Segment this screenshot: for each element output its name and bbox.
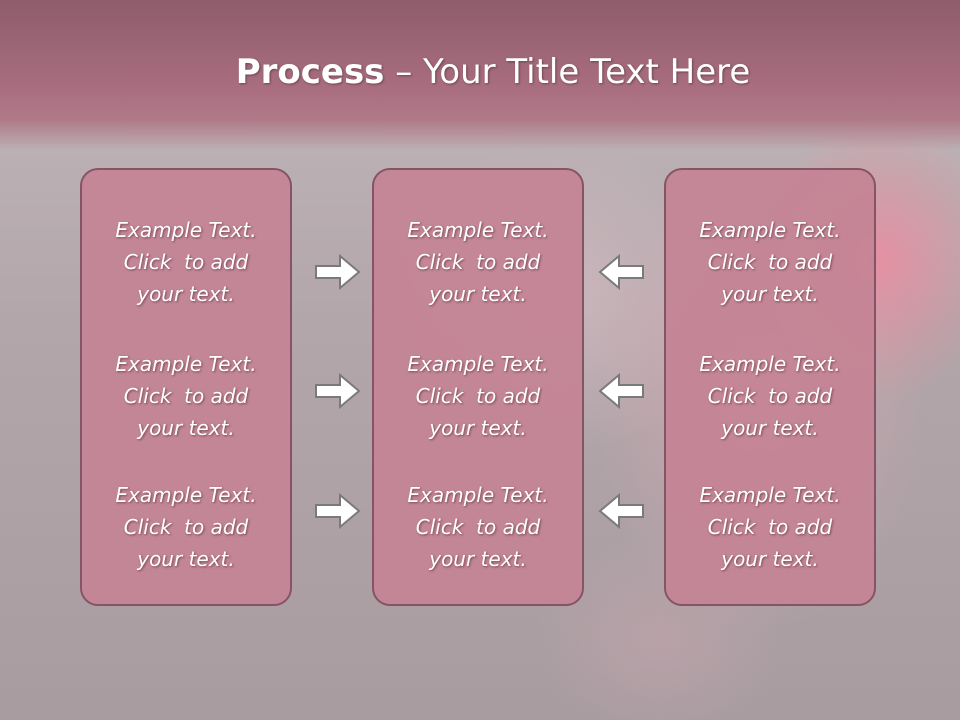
text-line: Example Text.	[407, 352, 549, 376]
text-line: your text.	[137, 416, 235, 440]
text-line: Example Text.	[407, 483, 549, 507]
text-placeholder[interactable]: Example Text. Click to add your text.	[82, 214, 290, 310]
text-line: Click to add	[123, 250, 249, 274]
text-placeholder[interactable]: Example Text. Click to add your text.	[82, 348, 290, 444]
slide-title[interactable]: Process – Your Title Text Here	[0, 52, 960, 92]
title-rest-part: – Your Title Text Here	[384, 52, 751, 92]
text-placeholder[interactable]: Example Text. Click to add your text.	[374, 214, 582, 310]
text-line: Example Text.	[699, 352, 841, 376]
process-box-left[interactable]: Example Text. Click to add your text. Ex…	[80, 168, 292, 606]
text-line: your text.	[429, 282, 527, 306]
arrow-right-icon[interactable]	[314, 371, 362, 411]
text-line: your text.	[137, 282, 235, 306]
process-box-middle[interactable]: Example Text. Click to add your text. Ex…	[372, 168, 584, 606]
text-line: Click to add	[415, 384, 541, 408]
text-line: Example Text.	[115, 218, 257, 242]
text-placeholder[interactable]: Example Text. Click to add your text.	[374, 348, 582, 444]
text-line: your text.	[429, 416, 527, 440]
text-line: your text.	[721, 416, 819, 440]
text-line: Example Text.	[115, 352, 257, 376]
text-line: Click to add	[123, 384, 249, 408]
arrow-left-icon[interactable]	[597, 252, 645, 292]
text-line: your text.	[721, 282, 819, 306]
arrow-left-icon[interactable]	[597, 491, 645, 531]
text-line: Example Text.	[699, 483, 841, 507]
title-bold-part: Process	[235, 52, 385, 92]
text-placeholder[interactable]: Example Text. Click to add your text.	[666, 348, 874, 444]
text-line: Example Text.	[115, 483, 257, 507]
text-line: Click to add	[707, 384, 833, 408]
text-line: Click to add	[415, 515, 541, 539]
text-placeholder[interactable]: Example Text. Click to add your text.	[666, 479, 874, 575]
text-line: your text.	[137, 547, 235, 571]
arrow-right-icon[interactable]	[314, 252, 362, 292]
title-band	[0, 0, 960, 150]
text-line: Click to add	[415, 250, 541, 274]
text-placeholder[interactable]: Example Text. Click to add your text.	[666, 214, 874, 310]
arrow-right-icon[interactable]	[314, 491, 362, 531]
text-line: Click to add	[707, 250, 833, 274]
text-placeholder[interactable]: Example Text. Click to add your text.	[374, 479, 582, 575]
arrow-left-icon[interactable]	[597, 371, 645, 411]
process-box-right[interactable]: Example Text. Click to add your text. Ex…	[664, 168, 876, 606]
text-line: Example Text.	[699, 218, 841, 242]
text-line: your text.	[429, 547, 527, 571]
text-line: Click to add	[707, 515, 833, 539]
text-placeholder[interactable]: Example Text. Click to add your text.	[82, 479, 290, 575]
text-line: Click to add	[123, 515, 249, 539]
text-line: Example Text.	[407, 218, 549, 242]
text-line: your text.	[721, 547, 819, 571]
